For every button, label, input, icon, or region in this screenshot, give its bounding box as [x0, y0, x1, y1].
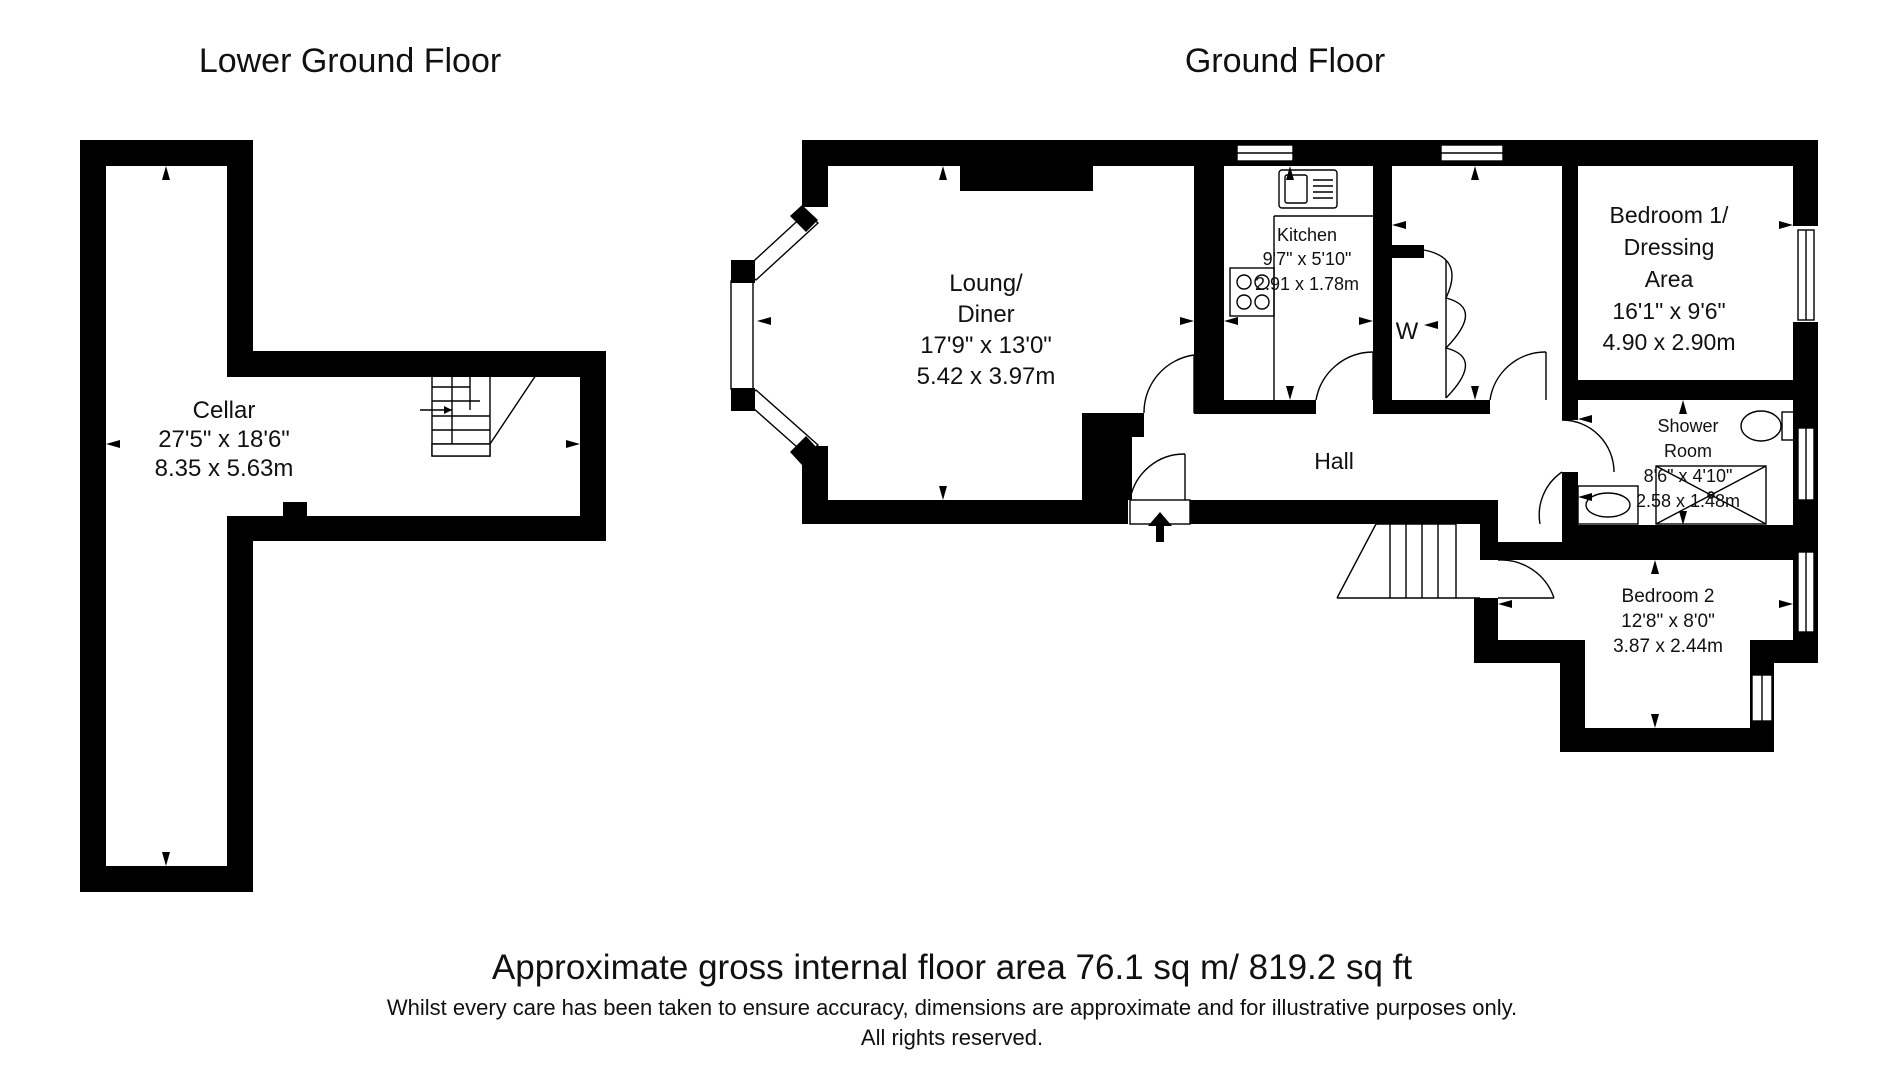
cellar-stair — [420, 371, 539, 457]
bedroom2-imperial: 12'8" x 8'0" — [1621, 611, 1715, 632]
bedroom1-name-line2: Dressing — [1624, 234, 1715, 260]
bedroom1-imperial: 16'1" x 9'6" — [1612, 298, 1725, 324]
cellar-name: Cellar — [193, 397, 256, 424]
floor-area-summary: Approximate gross internal floor area 76… — [492, 948, 1412, 987]
cellar-metric: 8.35 x 5.63m — [155, 455, 294, 482]
cellar-imperial: 27'5" x 18'6" — [158, 426, 290, 453]
wardrobe-label: W — [1396, 318, 1419, 345]
kitchen-imperial: 9'7" x 5'10" — [1263, 249, 1352, 269]
ground-floor-title: Ground Floor — [1185, 42, 1385, 80]
bedroom2-walls — [1480, 542, 1818, 560]
kitchen-name: Kitchen — [1277, 225, 1337, 245]
ground-stair — [1336, 523, 1480, 599]
entrance-arrow-icon — [1148, 512, 1172, 542]
shower-room-name-line2: Room — [1664, 441, 1712, 461]
wardrobe-doors — [1423, 249, 1466, 399]
lower-ground-floor-title: Lower Ground Floor — [199, 42, 501, 80]
lounge-name-line1: Loung/ — [949, 270, 1023, 297]
lounge-bay-window — [730, 205, 820, 465]
shower-room-metric: 2.58 x 1.48m — [1636, 491, 1740, 511]
lounge-metric: 5.42 x 3.97m — [917, 363, 1056, 390]
disclaimer: Whilst every care has been taken to ensu… — [387, 995, 1517, 1020]
cellar-walls — [80, 140, 606, 892]
bedroom2-name: Bedroom 2 — [1622, 586, 1715, 607]
bedroom1-name-line3: Area — [1645, 266, 1694, 292]
shower-room-imperial: 8'6" x 4'10" — [1644, 466, 1733, 486]
kitchen-metric: 2.91 x 1.78m — [1255, 274, 1359, 294]
shower-room-walls — [1562, 400, 1578, 420]
lounge-name-line2: Diner — [957, 301, 1014, 328]
bedroom1-name-line1: Bedroom 1/ — [1610, 202, 1730, 228]
ground-floor-plan — [730, 140, 1818, 752]
bedroom1-metric: 4.90 x 2.90m — [1603, 329, 1736, 355]
hall-name: Hall — [1314, 448, 1354, 474]
shower-room-name-line1: Shower — [1657, 416, 1718, 436]
kitchen-sink — [1278, 169, 1338, 209]
rights-reserved: All rights reserved. — [861, 1025, 1043, 1050]
lounge-imperial: 17'9" x 13'0" — [920, 332, 1052, 359]
hall-walls — [1190, 500, 1490, 524]
bedroom2-metric: 3.87 x 2.44m — [1613, 636, 1723, 657]
lower-ground-floor-plan — [80, 140, 606, 892]
